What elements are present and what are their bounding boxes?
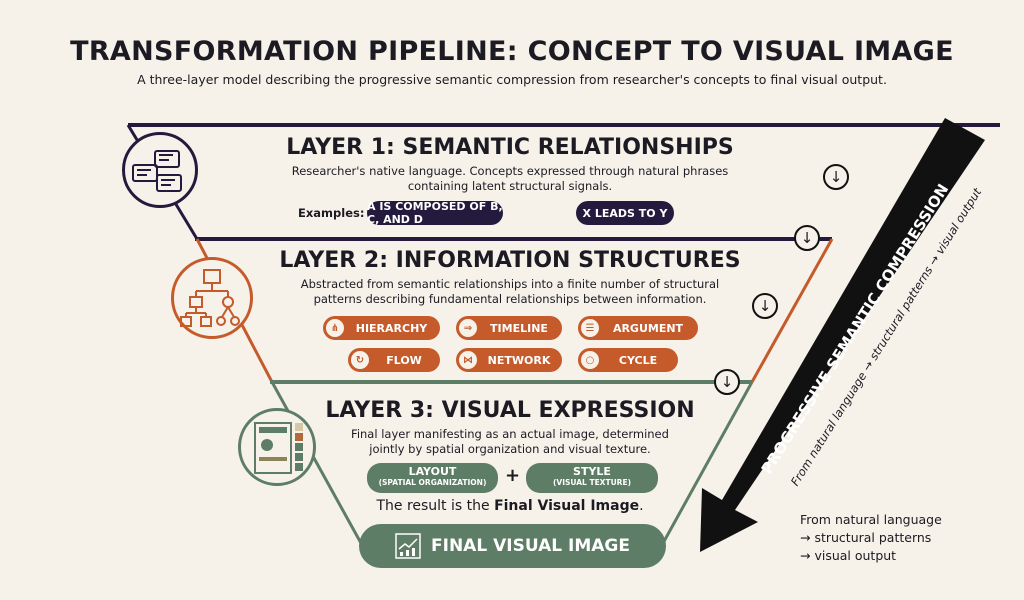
document-layout-icon	[238, 408, 316, 486]
pattern-cycle: ○CYCLE	[578, 348, 678, 372]
examples-label: Examples:	[298, 206, 365, 220]
hierarchy-icon	[171, 257, 253, 339]
pattern-network: ⋈NETWORK	[456, 348, 562, 372]
layer-1-desc-1: Researcher's native language. Concepts e…	[291, 164, 729, 178]
layer-3: LAYER 3: VISUAL EXPRESSION Final layer m…	[300, 398, 720, 457]
style-pill: STYLE(VISUAL TEXTURE)	[526, 463, 658, 493]
cycle-icon: ○	[580, 350, 600, 370]
layer-2-desc-1: Abstracted from semantic relationships i…	[300, 277, 720, 291]
example-pill: X LEADS TO Y	[576, 201, 674, 225]
chat-bubbles-icon	[122, 132, 198, 208]
layer-3-desc-1: Final layer manifesting as an actual ima…	[351, 427, 669, 441]
page-subtitle: A three-layer model describing the progr…	[137, 72, 887, 87]
layer-1-title: LAYER 1: SEMANTIC RELATIONSHIPS	[286, 135, 734, 160]
pattern-flow: ↻FLOW	[348, 348, 440, 372]
timeline-icon: ⇒	[458, 318, 478, 338]
final-visual-image-banner: FINAL VISUAL IMAGE	[359, 524, 666, 568]
page-title: TRANSFORMATION PIPELINE: CONCEPT TO VISU…	[70, 36, 954, 67]
layer-2-desc-2: patterns describing fundamental relation…	[313, 292, 707, 306]
down-arrow-icon: ↓	[823, 164, 849, 190]
argument-icon: ☰	[580, 318, 600, 338]
layer-3-desc-2: jointly by spatial organization and visu…	[369, 442, 651, 456]
down-arrow-icon: ↓	[714, 369, 740, 395]
network-icon: ⋈	[458, 350, 478, 370]
layer-1-desc-2: containing latent structural signals.	[407, 179, 613, 193]
plus-sign: +	[505, 465, 521, 486]
layer-2-title: LAYER 2: INFORMATION STRUCTURES	[279, 248, 741, 273]
flow-icon: ↻	[350, 350, 370, 370]
hierarchy-icon: ⋔	[325, 318, 345, 338]
layer-1: LAYER 1: SEMANTIC RELATIONSHIPS Research…	[240, 135, 780, 194]
compression-arrow	[700, 118, 985, 552]
layout-pill: LAYOUT(SPATIAL ORGANIZATION)	[367, 463, 498, 493]
example-pill: A IS COMPOSED OF B, C, AND D	[367, 200, 503, 226]
chart-icon	[395, 533, 421, 559]
layer-2: LAYER 2: INFORMATION STRUCTURES Abstract…	[250, 248, 770, 307]
layer-3-title: LAYER 3: VISUAL EXPRESSION	[325, 398, 695, 423]
down-arrow-icon: ↓	[752, 293, 778, 319]
pattern-hierarchy: ⋔HIERARCHY	[323, 316, 440, 340]
result-text: The result is the Final Visual Image.	[376, 498, 644, 514]
pattern-timeline: ⇒TIMELINE	[456, 316, 562, 340]
progression-note: From natural language→ structural patter…	[800, 512, 942, 563]
down-arrow-icon: ↓	[794, 225, 820, 251]
pattern-argument: ☰ARGUMENT	[578, 316, 698, 340]
